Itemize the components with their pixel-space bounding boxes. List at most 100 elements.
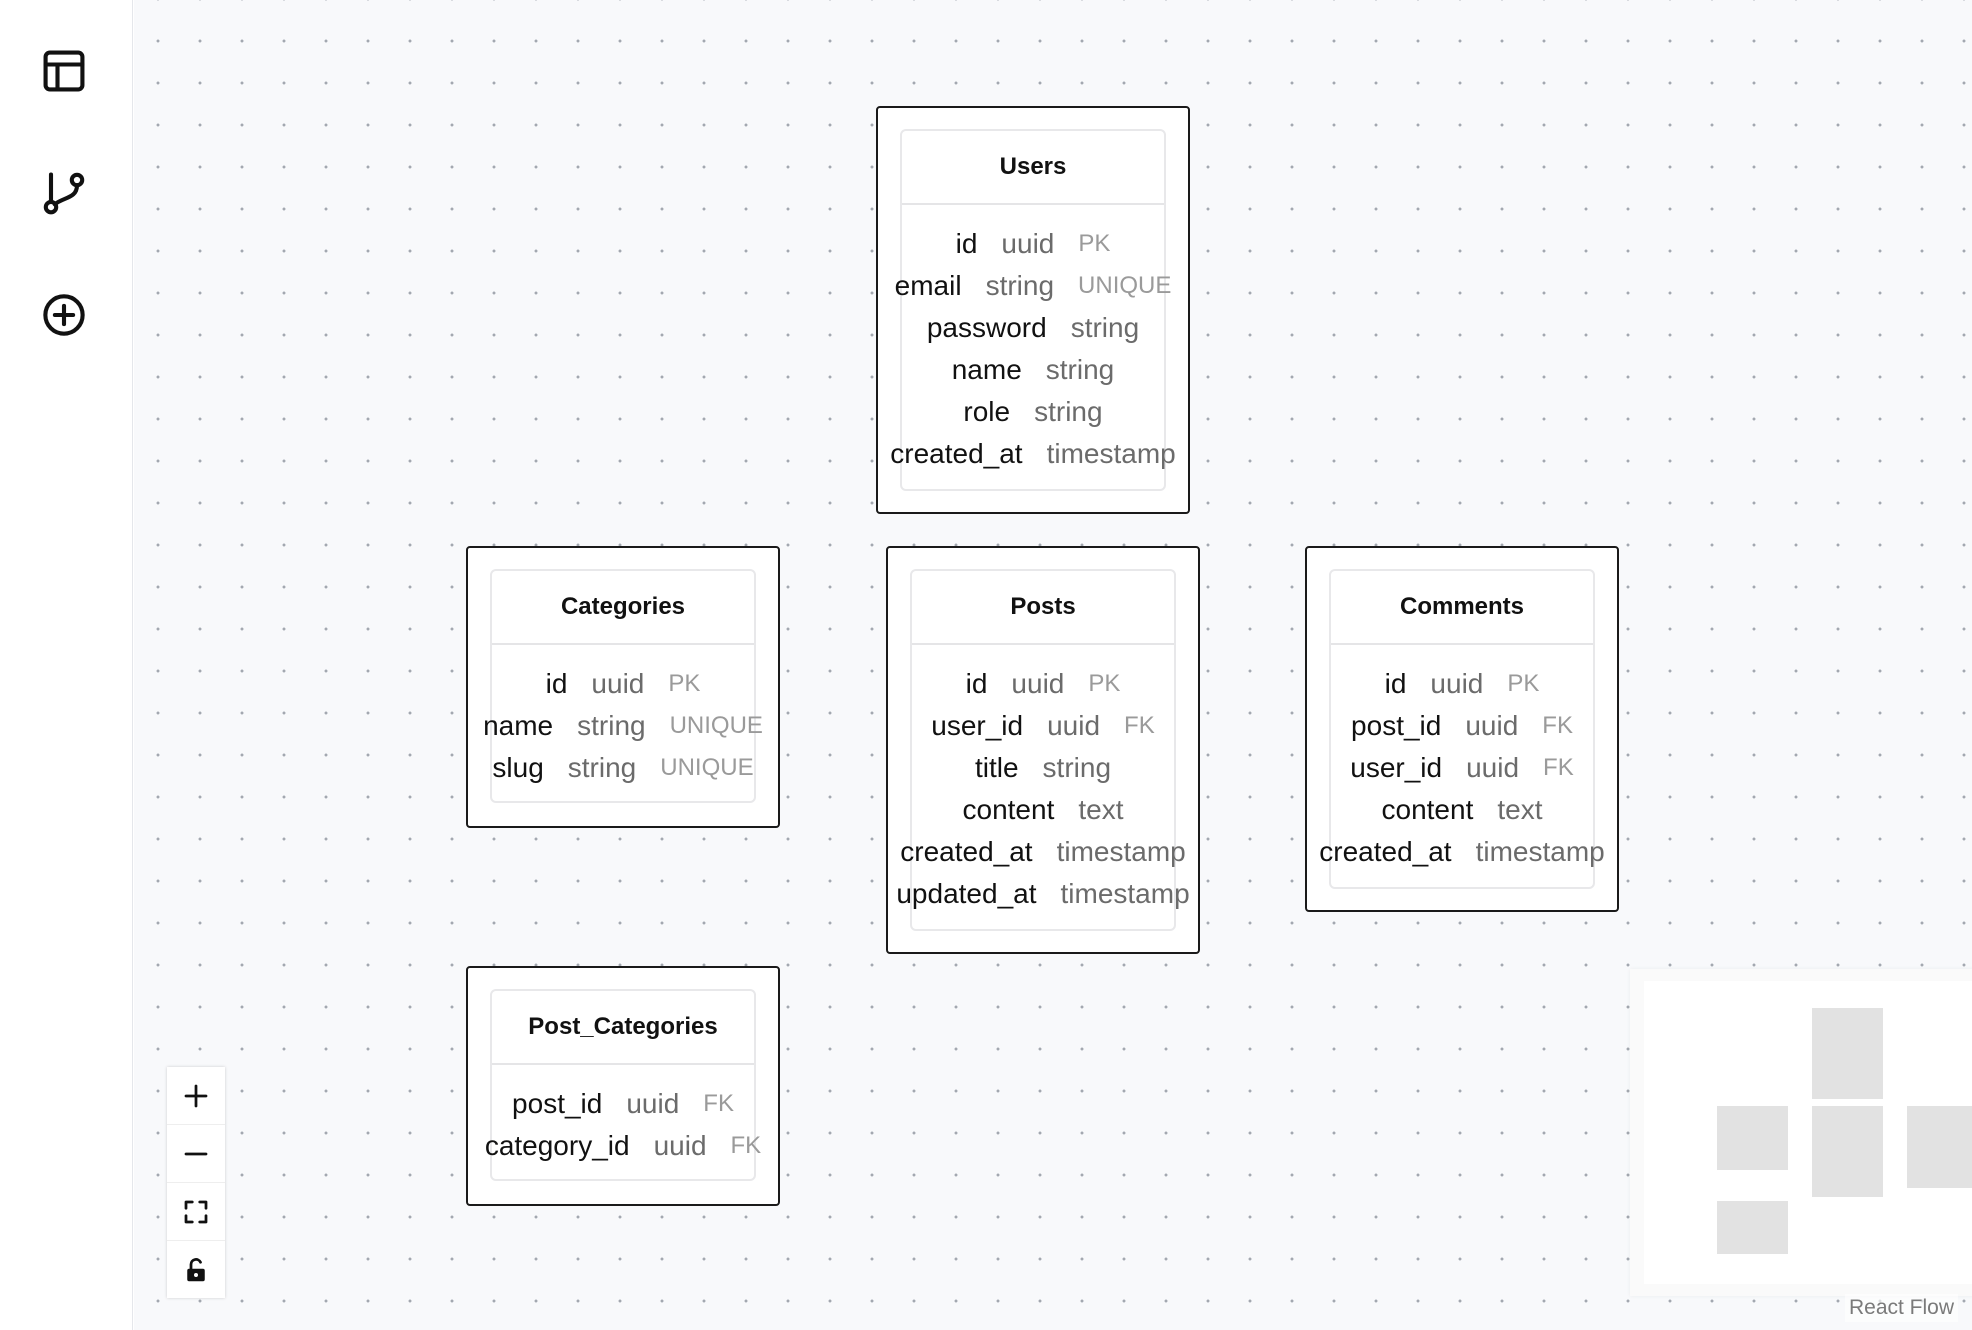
zoom-in-button[interactable] — [167, 1067, 225, 1125]
fit-view-icon — [184, 1200, 208, 1223]
column-type: uuid — [1465, 710, 1519, 741]
column-type: uuid — [1430, 668, 1484, 699]
column-name: category_id — [484, 1130, 630, 1161]
table-title: Comments — [1331, 571, 1593, 645]
column-row: created_at timestamp — [1319, 831, 1604, 873]
column-type: uuid — [1001, 228, 1055, 259]
minimap[interactable] — [1630, 969, 1972, 1296]
minimap-viewport — [1644, 981, 1972, 1284]
minimap-node-posts — [1812, 1106, 1883, 1197]
column-key-badge: UNIQUE — [669, 712, 763, 739]
column-type: string — [1034, 396, 1103, 427]
column-type: string — [567, 752, 637, 783]
relation-branch-icon — [43, 172, 85, 215]
column-row: role string — [902, 391, 1164, 433]
column-row: name string UNIQUE — [483, 705, 763, 747]
column-name: created_at — [1319, 836, 1452, 867]
column-type: uuid — [653, 1130, 707, 1161]
minimap-node-categories — [1717, 1106, 1788, 1170]
column-type: string — [1070, 312, 1140, 343]
lock-toggle-button[interactable] — [167, 1241, 225, 1298]
column-name: post_id — [512, 1088, 603, 1119]
column-name: slug — [492, 752, 544, 783]
column-row: password string — [902, 307, 1164, 349]
column-name: name — [483, 710, 554, 741]
column-row: created_at timestamp — [900, 831, 1185, 873]
column-type: string — [577, 710, 646, 741]
column-name: created_at — [900, 836, 1033, 867]
column-key-badge: PK — [668, 670, 701, 697]
column-type: timestamp — [1475, 836, 1605, 867]
table-title: Posts — [912, 571, 1174, 645]
column-name: post_id — [1351, 710, 1442, 741]
column-row: category_id uuid FK — [485, 1125, 761, 1167]
relations-button[interactable] — [30, 159, 98, 227]
column-type: text — [1497, 794, 1543, 825]
column-name: role — [963, 396, 1011, 427]
column-type: text — [1078, 794, 1124, 825]
attribution-link[interactable]: React Flow — [1844, 1294, 1958, 1322]
column-key-badge: UNIQUE — [660, 754, 754, 781]
column-type: uuid — [626, 1088, 680, 1119]
column-name: password — [926, 312, 1047, 343]
plus-icon — [184, 1084, 208, 1107]
table-title: Post_Categories — [492, 991, 754, 1065]
column-type: timestamp — [1056, 836, 1186, 867]
zoom-controls — [167, 1067, 225, 1298]
table-view-button[interactable] — [30, 37, 98, 105]
column-name: content — [1381, 794, 1474, 825]
column-key-badge: FK — [1124, 712, 1155, 739]
column-type: string — [1042, 752, 1112, 783]
column-name: id — [1384, 668, 1407, 699]
column-key-badge: UNIQUE — [1078, 272, 1172, 299]
column-key-badge: PK — [1088, 670, 1121, 697]
column-key-badge: PK — [1078, 230, 1111, 257]
column-name: email — [894, 270, 962, 301]
column-name: title — [974, 752, 1019, 783]
column-key-badge: FK — [730, 1132, 762, 1159]
column-name: id — [545, 668, 568, 699]
zoom-out-button[interactable] — [167, 1125, 225, 1183]
column-row: created_at timestamp — [890, 433, 1175, 475]
column-name: created_at — [890, 438, 1023, 469]
minimap-node-users — [1812, 1008, 1883, 1099]
column-type: timestamp — [1046, 438, 1176, 469]
lock-icon — [187, 1257, 205, 1281]
column-name: id — [965, 668, 988, 699]
sidebar — [0, 0, 133, 1330]
column-row: content text — [1331, 789, 1593, 831]
column-row: slug string UNIQUE — [492, 747, 754, 789]
add-table-button[interactable] — [30, 281, 98, 349]
column-type: uuid — [591, 668, 645, 699]
column-key-badge: FK — [1542, 712, 1573, 739]
table-title: Users — [902, 131, 1164, 205]
add-circle-icon — [43, 294, 85, 336]
column-key-badge: FK — [703, 1090, 734, 1117]
fit-view-button[interactable] — [167, 1183, 225, 1241]
column-name: id — [955, 228, 978, 259]
minus-icon — [184, 1152, 208, 1155]
